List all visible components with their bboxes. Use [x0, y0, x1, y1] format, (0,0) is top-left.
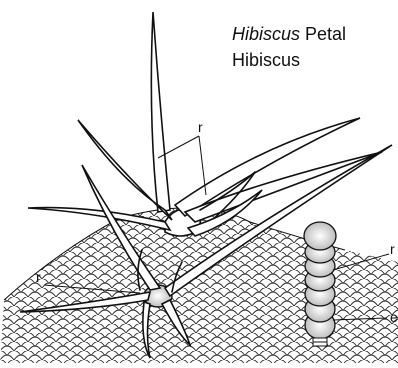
figure-subtitle: Hibiscus — [232, 48, 300, 72]
figure-title: Hibiscus Petal — [232, 22, 346, 46]
label-r-right: r — [390, 241, 395, 257]
label-r-left: r — [36, 269, 41, 285]
label-r-top: r — [198, 119, 203, 135]
title-italic: Hibiscus — [232, 24, 300, 44]
label-e-right: e — [390, 309, 398, 325]
title-rest: Petal — [300, 24, 346, 44]
glandular-trichome — [304, 222, 336, 346]
